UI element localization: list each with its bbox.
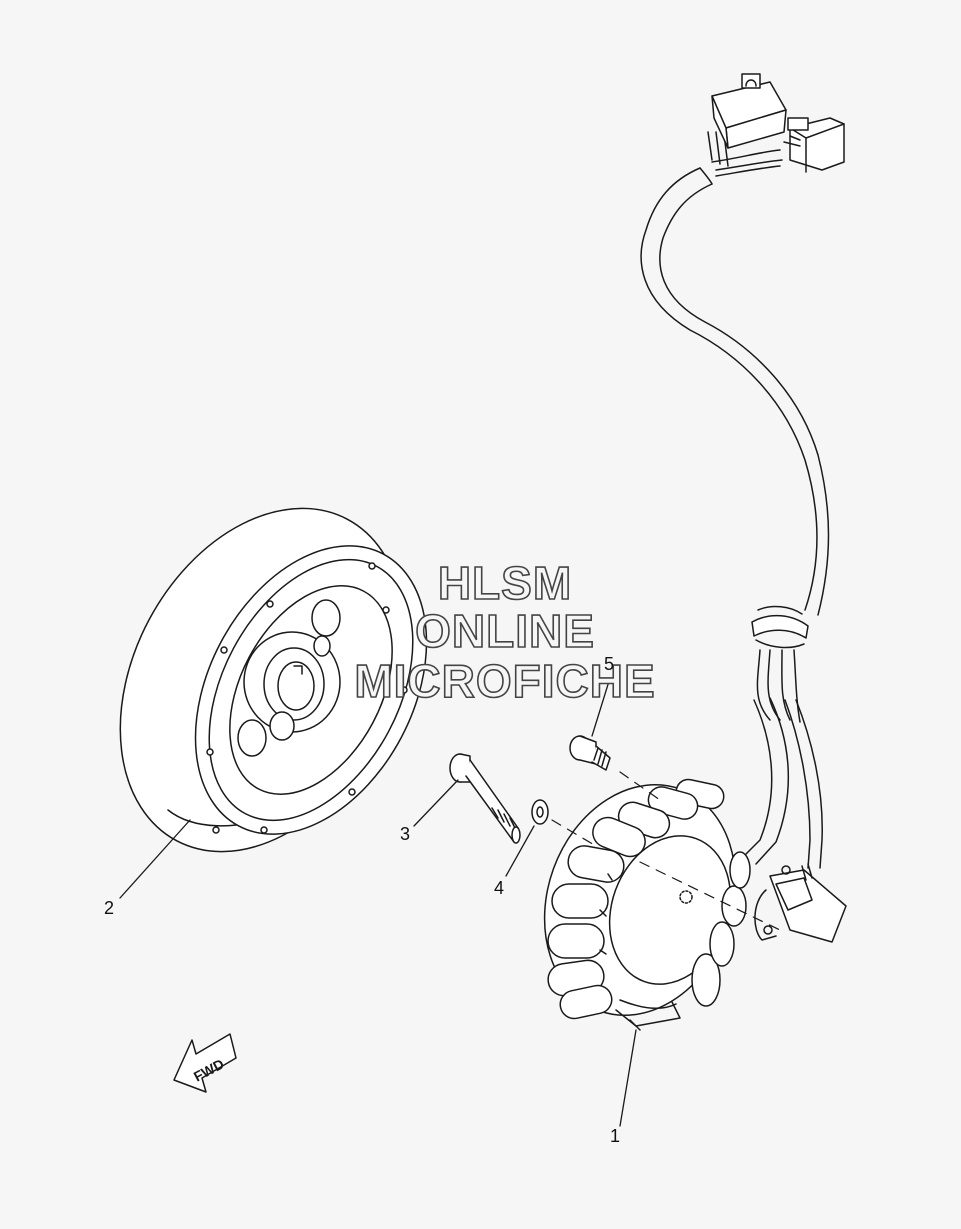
watermark-line-3: MICROFICHE: [354, 655, 656, 707]
connector-lower: [783, 117, 845, 173]
stator-poles: [547, 778, 751, 1020]
bolt-3: [449, 753, 521, 844]
callout-3: 3: [400, 824, 411, 844]
watermark-line-2: ONLINE: [414, 605, 595, 657]
rotor-bolt-holes: [206, 562, 408, 834]
rotor-hub: [237, 599, 341, 757]
callout-5: 5: [604, 654, 615, 674]
assembly-guide-lines: [551, 771, 781, 931]
callout-2: 2: [104, 898, 115, 918]
connector-upper: [711, 73, 787, 149]
callout-1: 1: [610, 1126, 621, 1146]
grommet: [751, 605, 809, 649]
flywheel-rotor: [119, 507, 428, 853]
stator-assembly: [543, 778, 751, 1031]
fwd-arrow-icon: FWD: [173, 1033, 237, 1093]
pickup-coil: [754, 863, 847, 943]
leader-lines: [119, 677, 637, 1127]
washer-4: [531, 799, 549, 825]
callout-4: 4: [494, 878, 505, 898]
screw-5: [569, 735, 611, 771]
wire-harness: [640, 131, 830, 616]
watermark-line-1: HLSM: [437, 557, 573, 609]
wire-bundle-lower: [739, 649, 823, 869]
